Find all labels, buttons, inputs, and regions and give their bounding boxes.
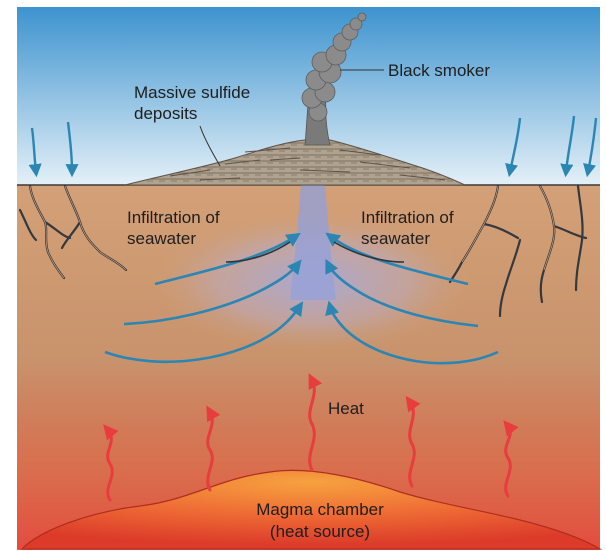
infiltration-left-label-line1: Infiltration of bbox=[127, 207, 220, 228]
infiltration-right-label-line1: Infiltration of bbox=[361, 207, 454, 228]
magma-chamber-label-line1: Magma chamber bbox=[230, 499, 410, 520]
magma-chamber-label-line2: (heat source) bbox=[230, 521, 410, 542]
massive-sulfide-label-line2: deposits bbox=[134, 103, 197, 124]
infiltration-right-label-line2: seawater bbox=[361, 228, 430, 249]
massive-sulfide-label-line1: Massive sulfide bbox=[134, 82, 250, 103]
heat-label: Heat bbox=[328, 398, 364, 419]
black-smoker-label: Black smoker bbox=[388, 60, 490, 81]
infiltration-left-label-line2: seawater bbox=[127, 228, 196, 249]
